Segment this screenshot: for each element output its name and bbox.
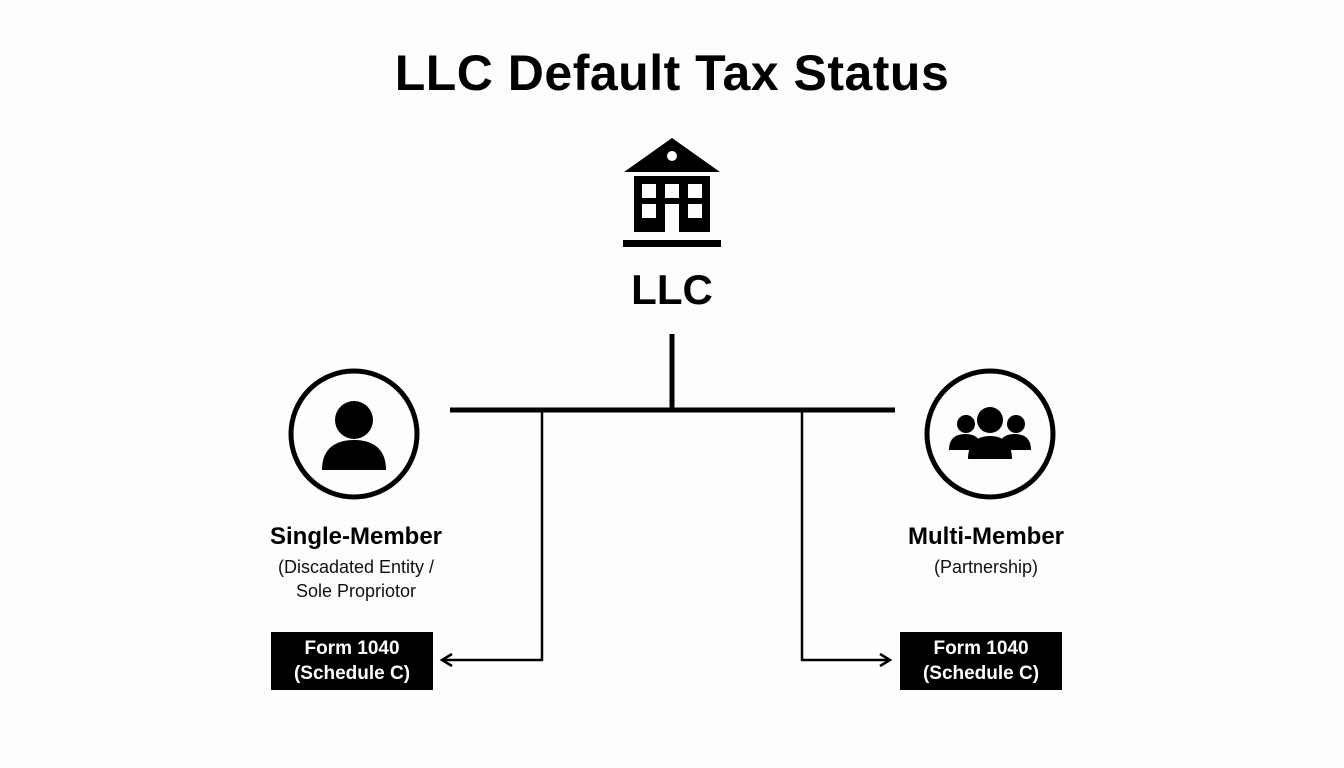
root-node-label: LLC — [631, 266, 713, 313]
single-member-subtitle-line1: (Discadated Entity / — [277, 557, 435, 577]
page-title: LLC Default Tax Status — [394, 45, 950, 101]
single-member-form-line1: Form 1040 — [304, 638, 400, 659]
multi-member-title: Multi-Member — [908, 523, 1064, 550]
single-member-form-box: Form 1040 (Schedule C) — [271, 632, 433, 690]
single-member-form-line2: (Schedule C) — [293, 663, 411, 684]
multi-member-form-line2: (Schedule C) — [922, 663, 1040, 684]
group-icon — [924, 368, 1056, 500]
multi-member-subtitle-line1: (Partnership) — [933, 557, 1039, 577]
multi-member-form-line1: Form 1040 — [933, 638, 1029, 659]
single-member-subtitle-line2: Sole Propriotor — [295, 581, 417, 601]
person-icon — [288, 368, 420, 500]
multi-member-form-box: Form 1040 (Schedule C) — [900, 632, 1062, 690]
single-member-title: Single-Member — [269, 523, 443, 550]
bank-building-icon — [623, 138, 721, 247]
